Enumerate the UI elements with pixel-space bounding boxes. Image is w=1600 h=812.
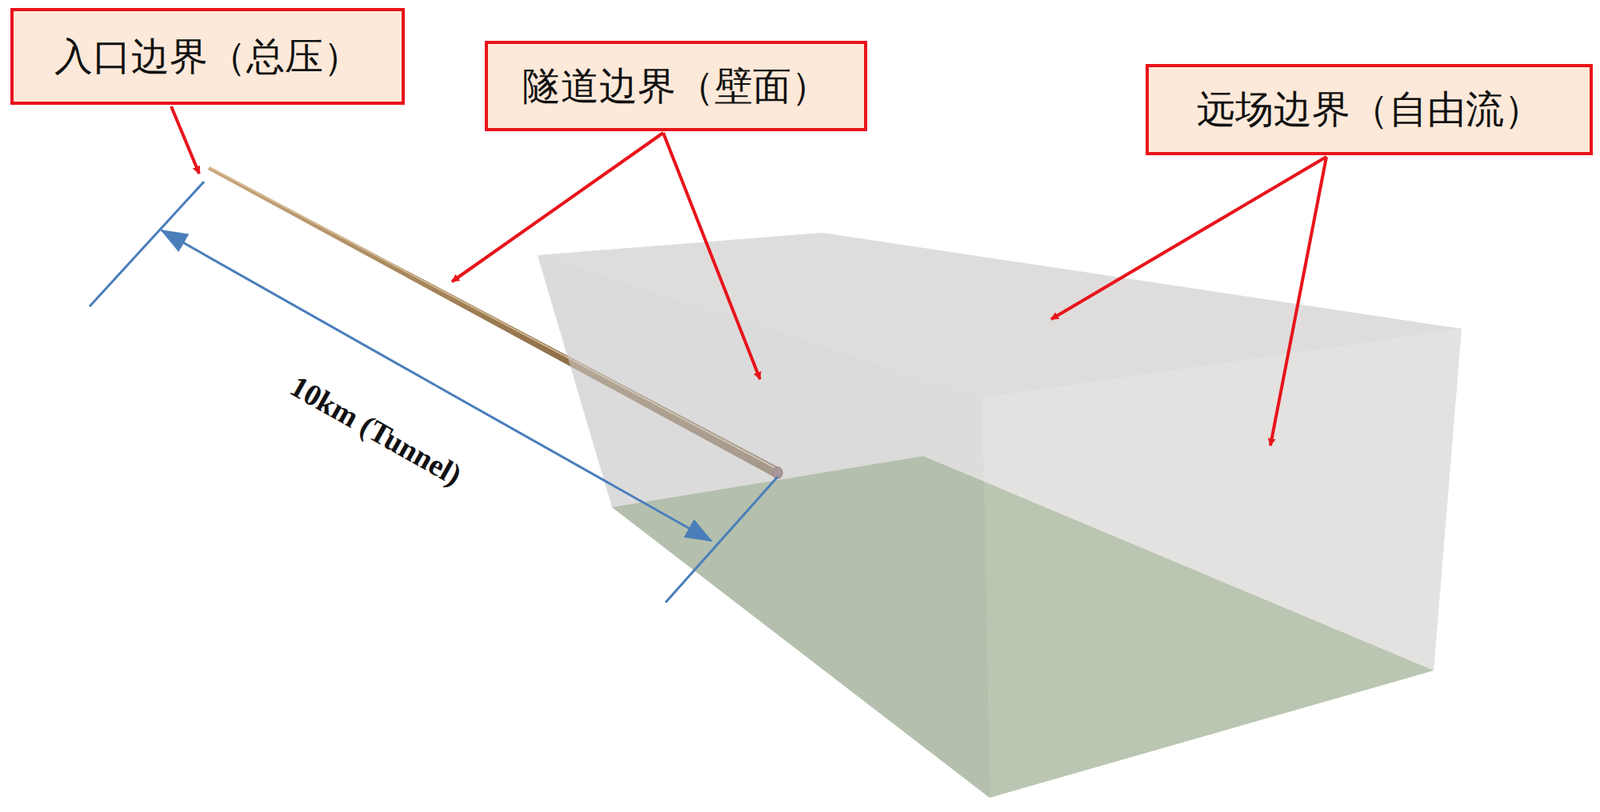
leader-arrow	[1270, 156, 1327, 446]
callout-text: 入口边界（总压）	[54, 33, 362, 80]
extension-line	[665, 476, 778, 603]
dimension-line	[161, 230, 436, 386]
leader-arrow	[1051, 156, 1327, 320]
callout-box: 远场边界（自由流）	[1145, 64, 1593, 156]
box-front-face	[982, 328, 1462, 798]
callout-box: 隧道边界（壁面）	[484, 40, 868, 132]
box-left-face	[537, 255, 990, 798]
dimension-line	[436, 385, 712, 541]
leader-arrow	[171, 106, 200, 174]
callout-box: 入口边界（总压）	[10, 8, 405, 105]
callout-text: 远场边界（自由流）	[1196, 86, 1543, 133]
leader-arrow	[452, 132, 664, 282]
callout-text: 隧道边界（壁面）	[522, 63, 830, 110]
leader-arrow	[663, 132, 760, 380]
